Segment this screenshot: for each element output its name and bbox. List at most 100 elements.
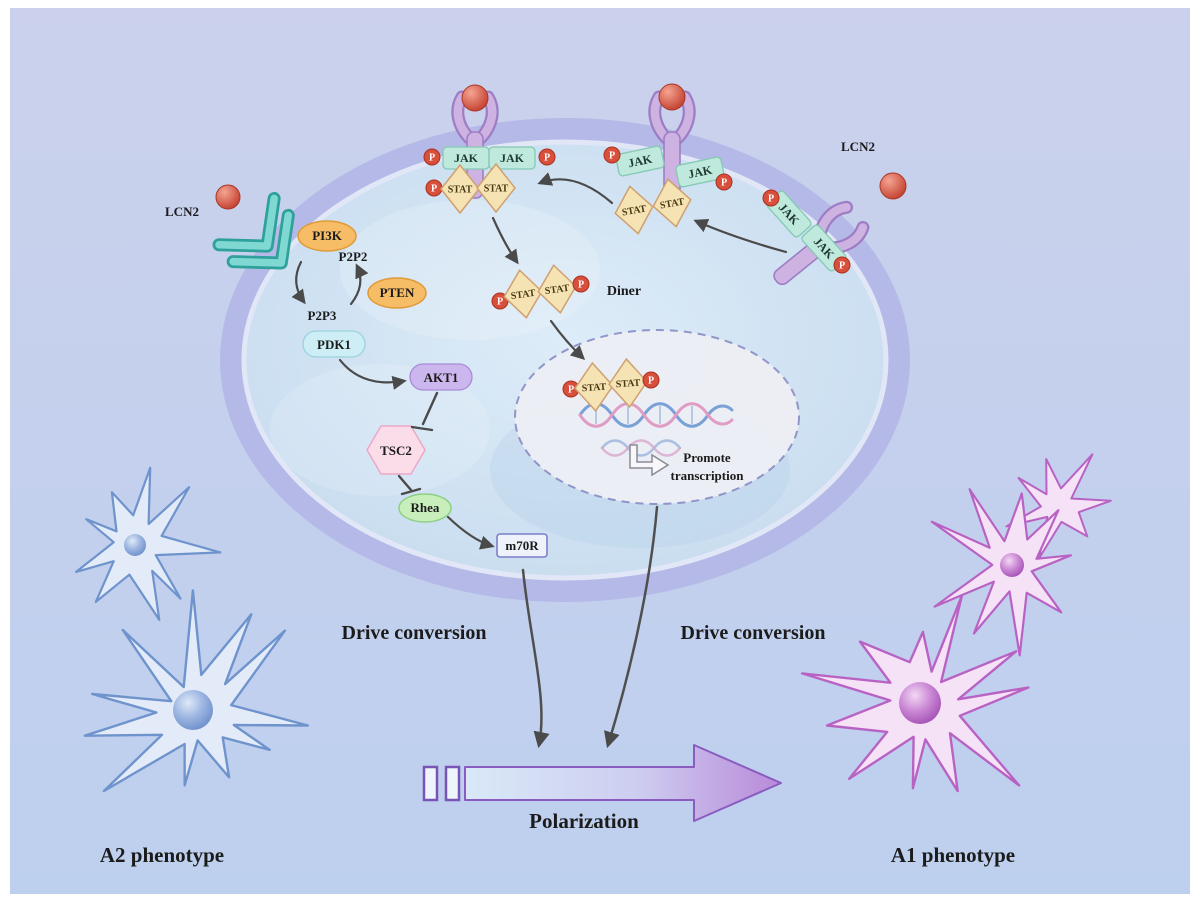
svg-text:P: P — [609, 151, 615, 162]
svg-text:JAK: JAK — [454, 151, 479, 165]
stat-diamond: STAT — [606, 356, 650, 410]
svg-text:P: P — [429, 153, 435, 164]
arrow-stat-to-dimer — [491, 216, 519, 265]
svg-text:PI3K: PI3K — [312, 228, 343, 243]
jak-chip: JAK — [675, 156, 725, 188]
phospho-badge: P — [833, 256, 851, 274]
arrow-receptor-to-stat — [693, 219, 788, 254]
jak-chip: JAK — [488, 146, 536, 170]
polarization-tick — [422, 765, 439, 802]
svg-text:P: P — [431, 184, 437, 195]
a1-phenotype-label: A1 phenotype — [891, 843, 1015, 867]
node-pten: PTEN — [367, 277, 427, 309]
astrocyte-a2-small — [75, 466, 222, 621]
phospho-badge: P — [538, 148, 556, 166]
arrow-rightstat-to-topstat — [537, 172, 614, 205]
phospho-badge: P — [715, 173, 733, 191]
stat-diamond: STAT — [648, 175, 696, 231]
stat-diamond: STAT — [476, 163, 516, 213]
svg-text:P: P — [768, 194, 774, 205]
node-pi3k: PI3K — [297, 220, 357, 252]
svg-text:m70R: m70R — [505, 538, 539, 553]
cell: Promote transcription — [220, 118, 910, 602]
astrocyte-group-a1 — [800, 453, 1112, 793]
polarization-tick — [444, 765, 461, 802]
arrow-m70r-to-polarization — [521, 568, 550, 749]
svg-text:STAT: STAT — [484, 184, 509, 195]
arrow-p2p2-to-p2p3 — [291, 260, 306, 305]
svg-text:JAK: JAK — [627, 152, 654, 171]
svg-text:P: P — [721, 178, 727, 189]
ligand-ball — [658, 83, 686, 111]
svg-text:AKT1: AKT1 — [424, 370, 459, 385]
node-pdk1: PDK1 — [302, 330, 366, 358]
stat-diamond: STAT — [440, 164, 480, 214]
astrocyte-a2-small-nucleus — [124, 534, 146, 556]
svg-text:STAT: STAT — [615, 378, 641, 391]
arrow-p2p3-to-p2p2 — [349, 263, 369, 306]
arrow-pdk1-to-akt1 — [338, 358, 407, 390]
ligand-ball-lcn2-right — [879, 172, 907, 200]
svg-text:JAK: JAK — [500, 151, 525, 165]
svg-text:PDK1: PDK1 — [317, 337, 351, 352]
promote-transcription-label-line1: Promote — [683, 450, 731, 465]
svg-text:STAT: STAT — [510, 288, 536, 302]
arrow-dimer-to-nucleus — [549, 319, 586, 360]
drive-conversion-left-label: Drive conversion — [342, 622, 487, 644]
svg-text:P: P — [544, 153, 550, 164]
node-m70r: m70R — [496, 533, 548, 558]
phospho-badge: P — [562, 380, 580, 398]
lcn2-label-right: LCN2 — [841, 139, 875, 154]
inhibition-akt1-tsc2 — [410, 391, 439, 432]
dimer-label: Diner — [607, 284, 641, 299]
svg-text:STAT: STAT — [621, 203, 647, 218]
phospho-badge: P — [642, 371, 660, 389]
label-p2p2: P2P2 — [339, 249, 368, 264]
cytoplasm-texture — [340, 200, 600, 340]
stat-diamond: STAT — [500, 266, 546, 322]
arrow-rhea-to-m70r — [446, 515, 495, 550]
astrocyte-group-a2 — [75, 466, 309, 793]
stat-diamond: STAT — [610, 182, 658, 238]
svg-text:STAT: STAT — [448, 185, 473, 196]
stat-diamond: STAT — [572, 360, 616, 414]
astrocyte-a1-small — [930, 488, 1072, 657]
astrocyte-a1-tiny — [1005, 453, 1112, 560]
inhibition-tsc2-rhea — [397, 474, 422, 496]
stat-diamond: STAT — [534, 261, 580, 317]
svg-text:STAT: STAT — [659, 196, 685, 211]
node-tsc2: TSC2 — [366, 425, 426, 475]
astrocyte-a1-small-nucleus — [1000, 553, 1024, 577]
a2-phenotype-label: A2 phenotype — [100, 843, 224, 867]
label-p2p3: P2P3 — [308, 308, 337, 323]
svg-text:P: P — [648, 376, 654, 387]
svg-text:P: P — [568, 385, 574, 396]
svg-text:STAT: STAT — [581, 382, 607, 395]
ligand-ball — [461, 84, 489, 112]
arrow-nucleus-to-polarization — [604, 505, 659, 749]
svg-text:Rhea: Rhea — [411, 500, 440, 515]
phospho-badge: P — [423, 148, 441, 166]
polarization-label: Polarization — [529, 809, 639, 833]
astrocyte-a1-large-nucleus — [899, 682, 941, 724]
svg-text:P: P — [839, 261, 845, 272]
node-rhea: Rhea — [398, 493, 452, 523]
svg-text:P: P — [497, 297, 503, 308]
promote-transcription-label-line2: transcription — [671, 468, 745, 483]
phospho-badge: P — [603, 146, 621, 164]
lcn2-label-left: LCN2 — [165, 204, 199, 219]
svg-text:P: P — [578, 280, 584, 291]
astrocyte-a2-large-nucleus — [173, 690, 213, 730]
node-akt1: AKT1 — [409, 363, 473, 391]
polarization-body — [464, 744, 782, 822]
svg-text:PTEN: PTEN — [380, 285, 415, 300]
drive-conversion-right-label: Drive conversion — [681, 622, 826, 644]
svg-text:TSC2: TSC2 — [380, 443, 412, 458]
dna-helix — [578, 402, 734, 457]
ligand-ball-lcn2-left — [215, 184, 241, 210]
nucleus — [514, 329, 800, 505]
phospho-badge: P — [762, 189, 780, 207]
phospho-badge: P — [425, 179, 443, 197]
